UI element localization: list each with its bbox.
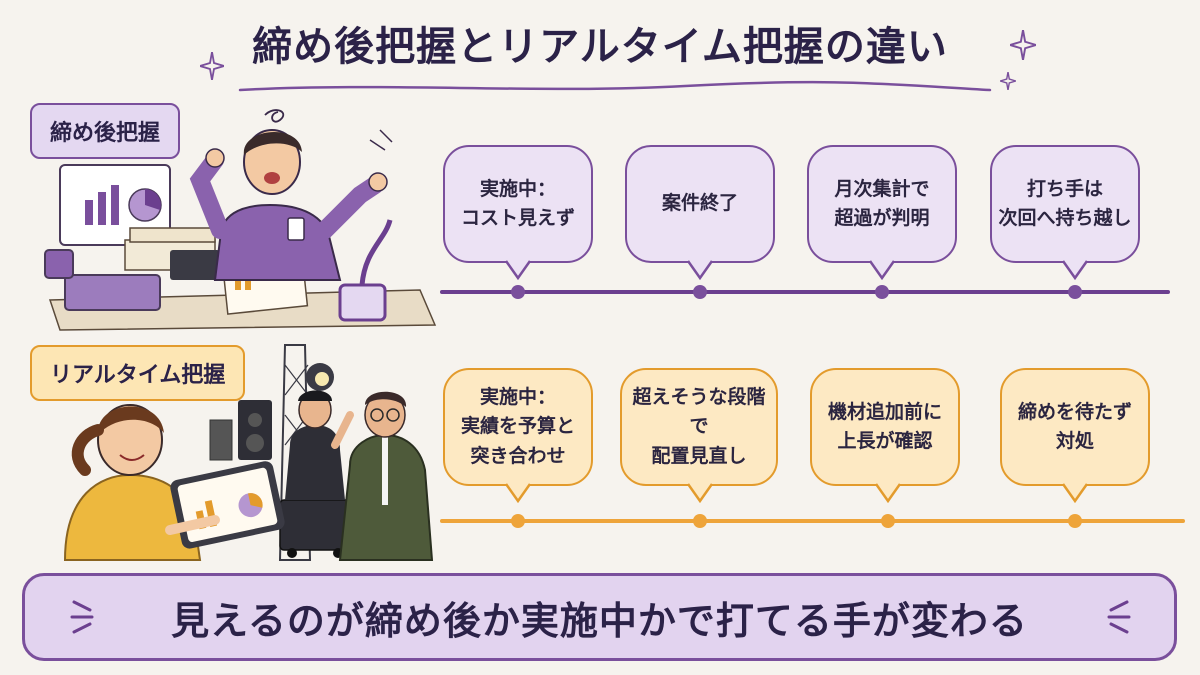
summary-banner: 見えるのが締め後か実施中かで打てる手が変わる xyxy=(22,573,1177,661)
timeline-dot xyxy=(511,514,525,528)
timeline-dot xyxy=(881,514,895,528)
step-bubble: 打ち手は 次回へ持ち越し xyxy=(990,145,1140,263)
sparkle-icon xyxy=(1010,30,1036,60)
step-bubble: 案件終了 xyxy=(625,145,775,263)
bubble-tail xyxy=(505,483,531,503)
page-title: 締め後把握とリアルタイム把握の違い xyxy=(252,24,948,70)
step-text: 打ち手は 次回へ持ち越し xyxy=(998,177,1132,229)
timeline-dot xyxy=(875,285,889,299)
step-bubble: 実施中： コスト見えず xyxy=(443,145,593,263)
bubble-tail xyxy=(505,260,531,280)
sparkle-icon xyxy=(200,52,224,80)
sparkle-icon xyxy=(1000,72,1016,90)
step-text: 案件終了 xyxy=(661,192,738,215)
timeline-dot xyxy=(1068,514,1082,528)
step-text: 実施中： コスト見えず xyxy=(460,177,575,229)
bubble-tail xyxy=(875,483,901,503)
step-text: 機材追加前に 上長が確認 xyxy=(827,400,942,452)
summary-text: 見えるのが締め後か実施中かで打てる手が変わる xyxy=(171,598,1028,643)
step-bubble: 実施中： 実績を予算と 突き合わせ xyxy=(443,368,593,486)
step-text: 締めを待たず 対処 xyxy=(1017,400,1132,452)
step-bubble: 機材追加前に 上長が確認 xyxy=(810,368,960,486)
step-text: 実施中： 実績を予算と 突き合わせ xyxy=(460,385,575,467)
bubble-tail xyxy=(1062,260,1088,280)
timeline-dot xyxy=(693,514,707,528)
label-realtime: リアルタイム把握 xyxy=(30,345,246,401)
stressed-worker-illustration xyxy=(44,109,437,331)
emphasis-lines-icon xyxy=(1107,600,1131,634)
emphasis-lines-icon xyxy=(70,600,94,634)
step-bubble: 締めを待たず 対処 xyxy=(1000,368,1150,486)
bubble-tail xyxy=(687,483,713,503)
timeline-realtime xyxy=(440,519,1185,523)
title-underline xyxy=(238,80,992,92)
label-after-close: 締め後把握 xyxy=(30,103,181,159)
timeline-dot xyxy=(511,285,525,299)
step-text: 超えそうな段階で 配置見直し xyxy=(632,385,766,467)
step-bubble: 超えそうな段階で 配置見直し xyxy=(620,368,778,486)
step-text: 月次集計で 超過が判明 xyxy=(834,177,930,229)
bubble-tail xyxy=(869,260,895,280)
step-bubble: 月次集計で 超過が判明 xyxy=(807,145,957,263)
team-tablet-illustration xyxy=(63,344,434,561)
timeline-dot xyxy=(693,285,707,299)
bubble-tail xyxy=(687,260,713,280)
bubble-tail xyxy=(1062,483,1088,503)
timeline-after-close xyxy=(440,290,1170,294)
timeline-dot xyxy=(1068,285,1082,299)
